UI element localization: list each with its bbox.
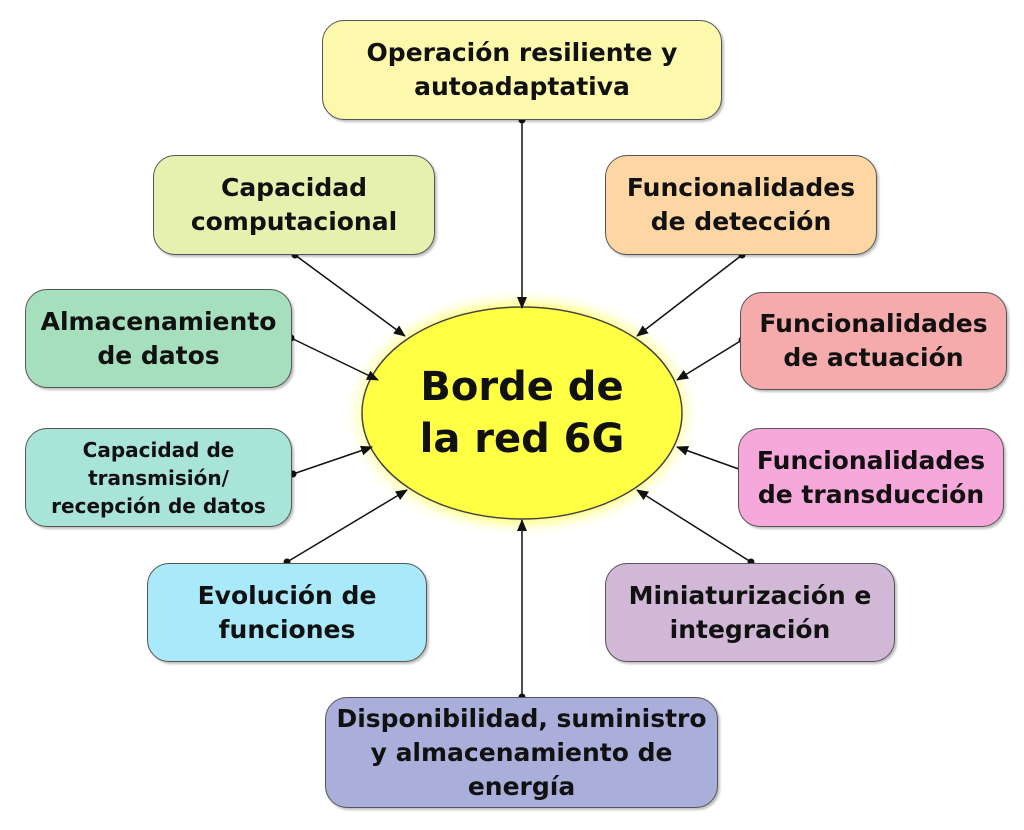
arrow-deteccion: [636, 254, 743, 337]
node-label: Operación resiliente y autoadaptativa: [366, 38, 678, 101]
node-label: Funcionalidades de detección: [626, 173, 856, 236]
node-transduccion: Funcionalidades de transducción: [738, 428, 1004, 527]
arrow-almacenamiento: [290, 337, 379, 381]
center-label-line2: la red 6G: [419, 416, 625, 462]
arrow-evolucion: [286, 489, 408, 563]
node-almacenamiento: Almacenamiento de datos: [25, 289, 292, 388]
node-energia: Disponibilidad, suministro y almacenamie…: [325, 697, 718, 808]
arrow-actuacion: [676, 339, 743, 381]
node-miniaturizacion: Miniaturización e integración: [605, 563, 895, 662]
center-label-line1: Borde de: [420, 364, 624, 410]
node-label: Funcionalidades de transducción: [756, 445, 986, 509]
node-computacional: Capacidad computacional: [153, 155, 435, 255]
arrow-miniaturizacion: [636, 489, 752, 563]
arrow-transduccion: [676, 445, 751, 474]
node-actuacion: Funcionalidades de actuación: [740, 292, 1007, 390]
node-deteccion: Funcionalidades de detección: [605, 155, 877, 255]
node-label: Almacenamiento de datos: [40, 306, 277, 370]
node-resiliente: Operación resiliente y autoadaptativa: [322, 20, 722, 120]
center-label: Borde de la red 6G: [362, 310, 682, 516]
node-label: Miniaturización e integración: [628, 580, 872, 644]
node-label: Funcionalidades de actuación: [759, 309, 988, 372]
arrow-transmision: [292, 445, 373, 475]
node-evolucion: Evolución de funciones: [147, 563, 427, 662]
node-label: Capacidad de transmisión/ recepción de d…: [51, 437, 266, 518]
node-label: Capacidad computacional: [190, 173, 398, 236]
node-label: Evolución de funciones: [197, 580, 377, 644]
node-label: Disponibilidad, suministro y almacenamie…: [336, 703, 707, 801]
arrow-computacional: [294, 254, 406, 337]
node-transmision: Capacidad de transmisión/ recepción de d…: [25, 428, 292, 527]
